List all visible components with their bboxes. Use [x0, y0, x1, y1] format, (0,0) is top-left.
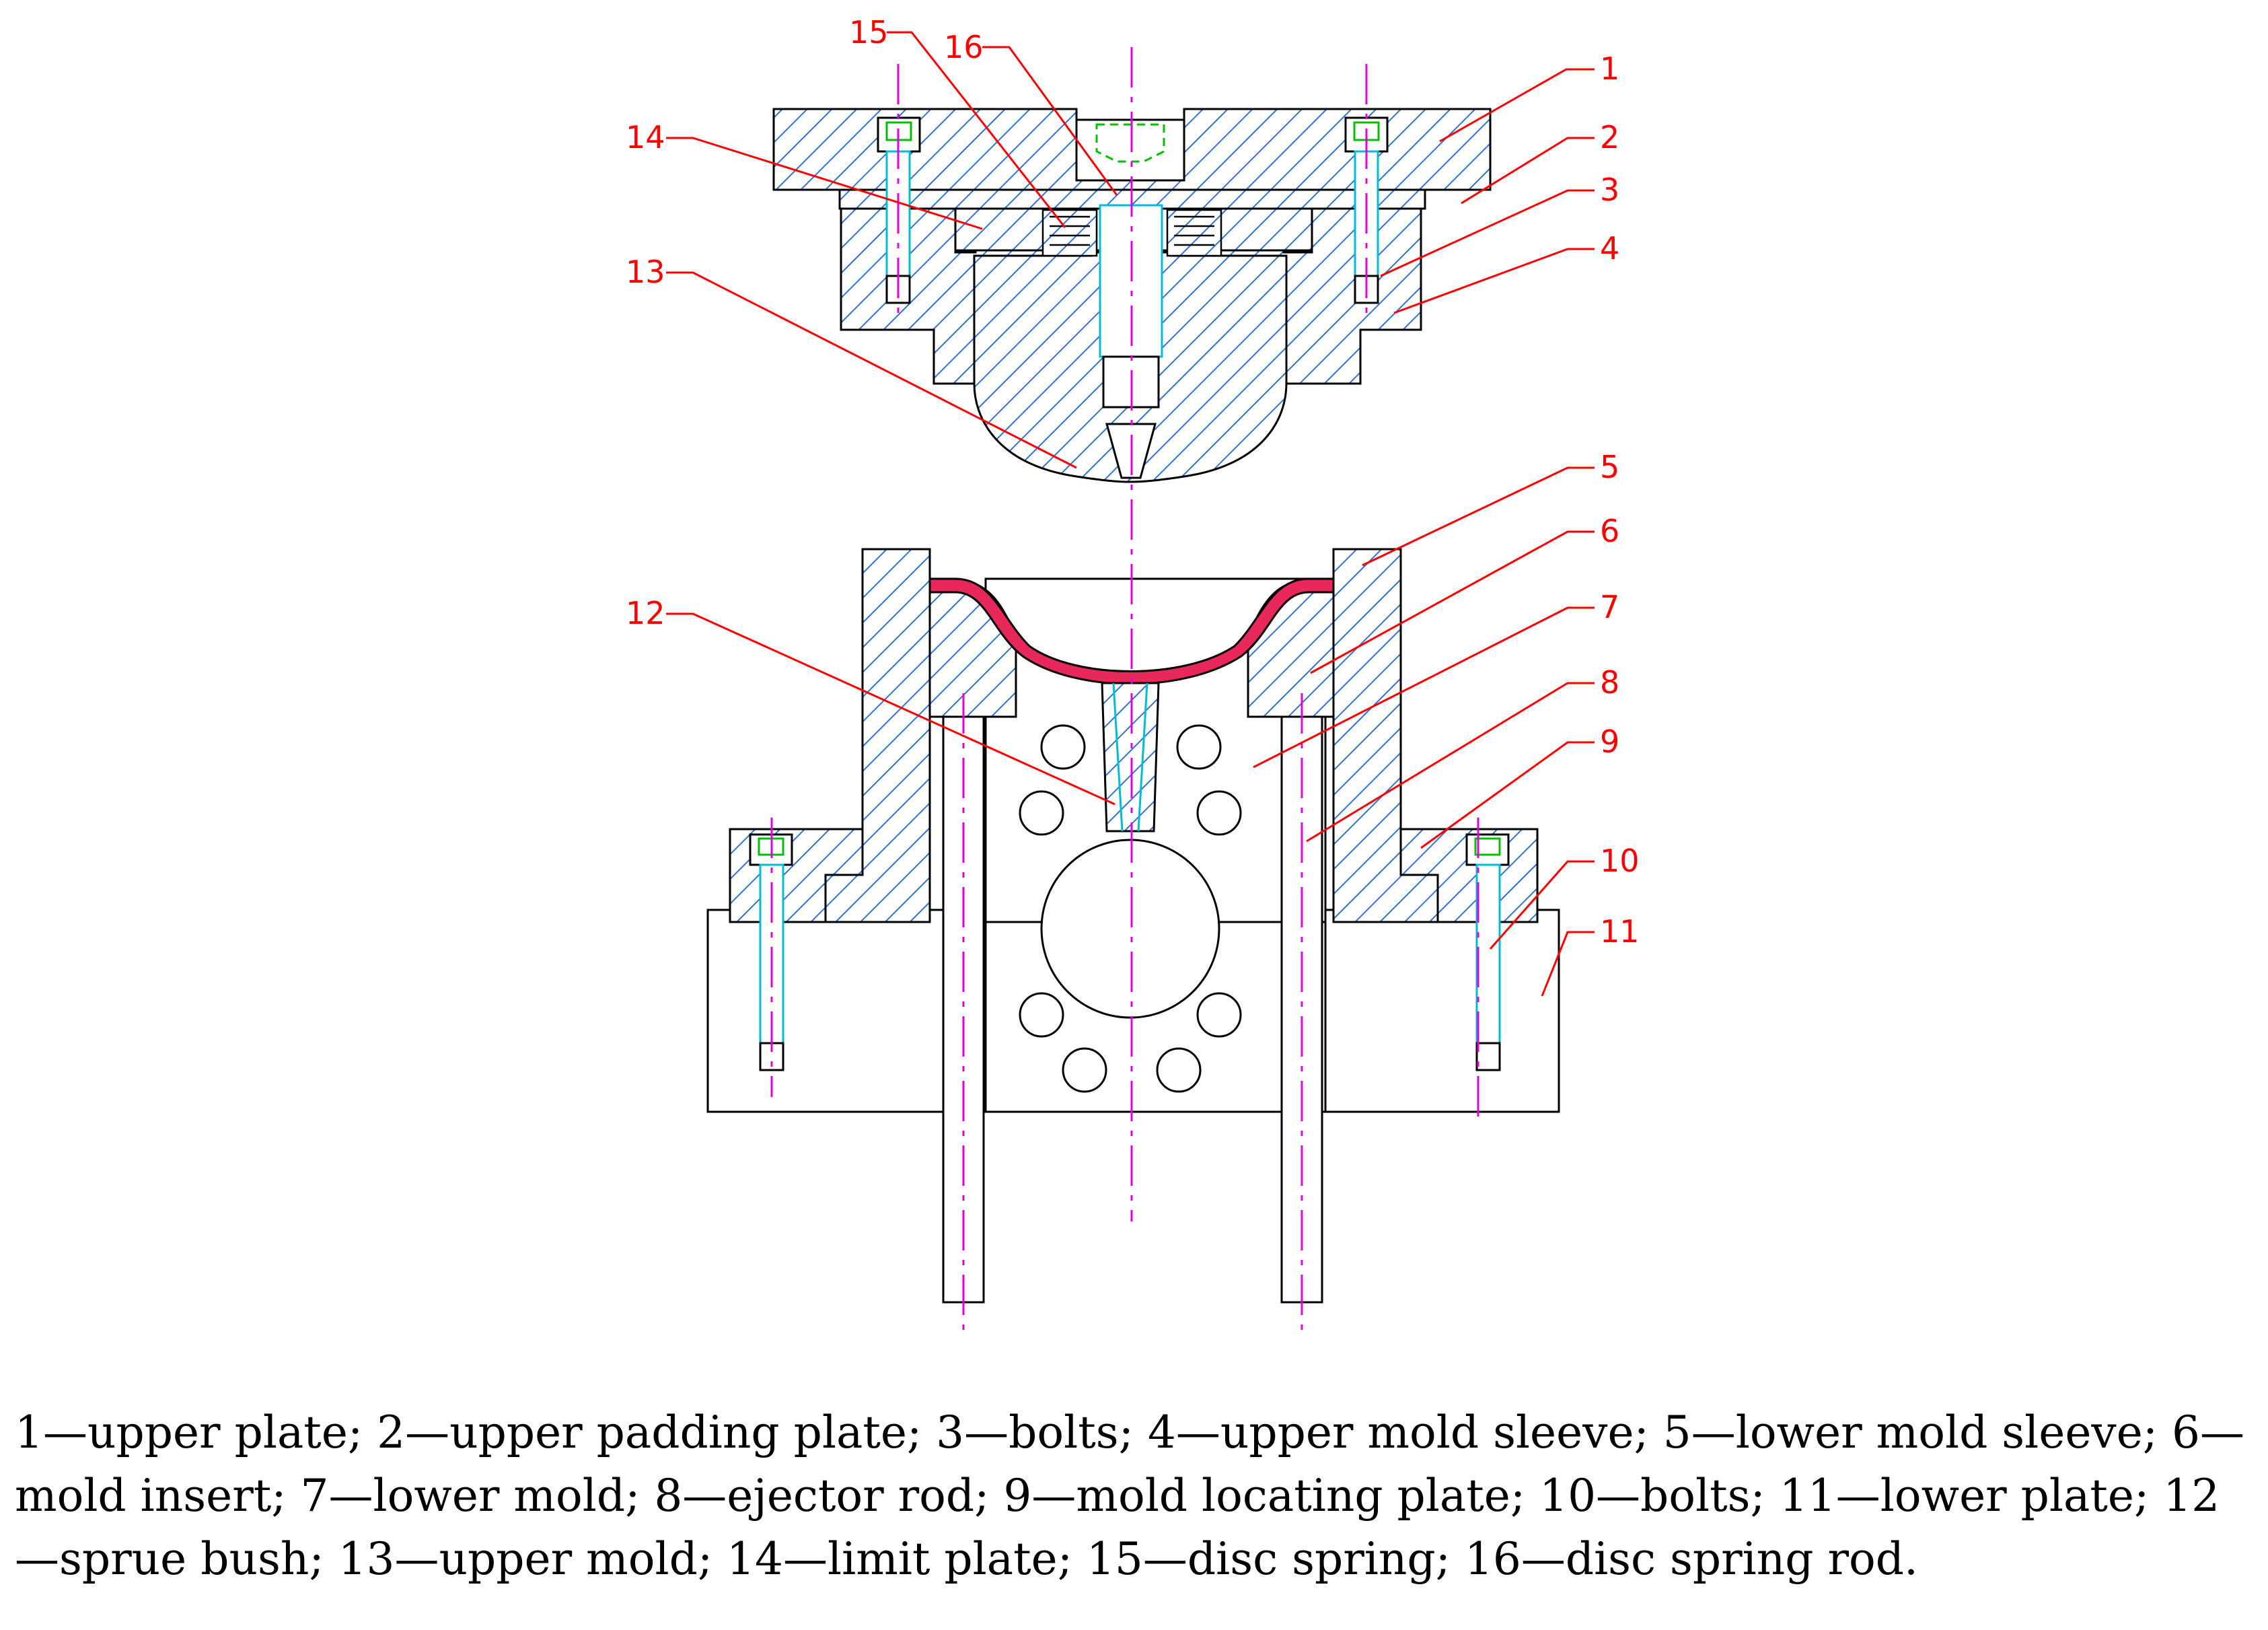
- ejector-rod-left: [942, 715, 985, 1304]
- callout-11: 11: [1600, 913, 1640, 950]
- callout-15: 15: [849, 14, 889, 50]
- caption-item-6: 6—mold insert;: [15, 1407, 2244, 1522]
- callout-numbers: 1 2 3 4 5 6 7 8 9 10 11 12 13 14 15 16: [626, 14, 1640, 950]
- caption-item-4: 4—upper mold sleeve;: [1147, 1407, 1663, 1458]
- disc-spring: [1041, 209, 1222, 257]
- caption-item-5: 5—lower mold sleeve;: [1662, 1407, 2172, 1458]
- caption-item-13: 13—upper mold;: [338, 1533, 727, 1585]
- callout-6: 6: [1600, 513, 1619, 549]
- caption-item-10: 10—bolts;: [1539, 1470, 1780, 1522]
- callout-12: 12: [626, 595, 665, 631]
- caption-item-3: 3—bolts;: [936, 1407, 1148, 1458]
- upper-mold-sleeve: [840, 207, 1422, 385]
- formed-part: [928, 577, 1335, 685]
- center-hole: [1040, 839, 1220, 1019]
- figure-caption: 1—upper plate; 2—upper padding plate; 3—…: [15, 1401, 2255, 1591]
- caption-item-9: 9—mold locating plate;: [1003, 1470, 1540, 1522]
- caption-item-14: 14—limit plate;: [727, 1533, 1087, 1585]
- callout-16: 16: [944, 29, 984, 65]
- caption-item-1: 1—upper plate;: [15, 1407, 377, 1458]
- caption-item-2: 2—upper padding plate;: [377, 1407, 937, 1458]
- center-lines: [770, 47, 1479, 1333]
- caption-item-16: 16—disc spring rod.: [1464, 1533, 1919, 1585]
- callout-4: 4: [1600, 230, 1619, 267]
- ejector-rod-right: [1280, 715, 1323, 1304]
- callout-10: 10: [1600, 843, 1640, 879]
- caption-item-7: 7—lower mold;: [300, 1470, 655, 1522]
- callout-3: 3: [1600, 172, 1619, 208]
- vent-holes: [1019, 724, 1242, 1093]
- caption-item-12: 12—sprue bush;: [15, 1470, 2220, 1585]
- caption-item-8: 8—ejector rod;: [654, 1470, 1004, 1522]
- callout-5: 5: [1600, 449, 1619, 485]
- sprue-bush: [1101, 682, 1160, 832]
- callout-9: 9: [1600, 723, 1619, 760]
- callout-leaders: [666, 31, 1595, 997]
- callout-1: 1: [1600, 50, 1619, 87]
- callout-2: 2: [1600, 119, 1619, 155]
- lower-assembly: [706, 548, 1560, 1304]
- callout-8: 8: [1600, 664, 1619, 701]
- callout-14: 14: [626, 119, 665, 155]
- lower-bolt-right: [1465, 833, 1510, 1071]
- callout-7: 7: [1600, 589, 1619, 625]
- mold-assembly-diagram: 1 2 3 4 5 6 7 8 9 10 11 12 13 14 15 16: [626, 14, 1640, 1333]
- caption-item-15: 15—disc spring;: [1086, 1533, 1465, 1585]
- callout-13: 13: [626, 254, 665, 290]
- caption-item-11: 11—lower plate;: [1779, 1470, 2164, 1522]
